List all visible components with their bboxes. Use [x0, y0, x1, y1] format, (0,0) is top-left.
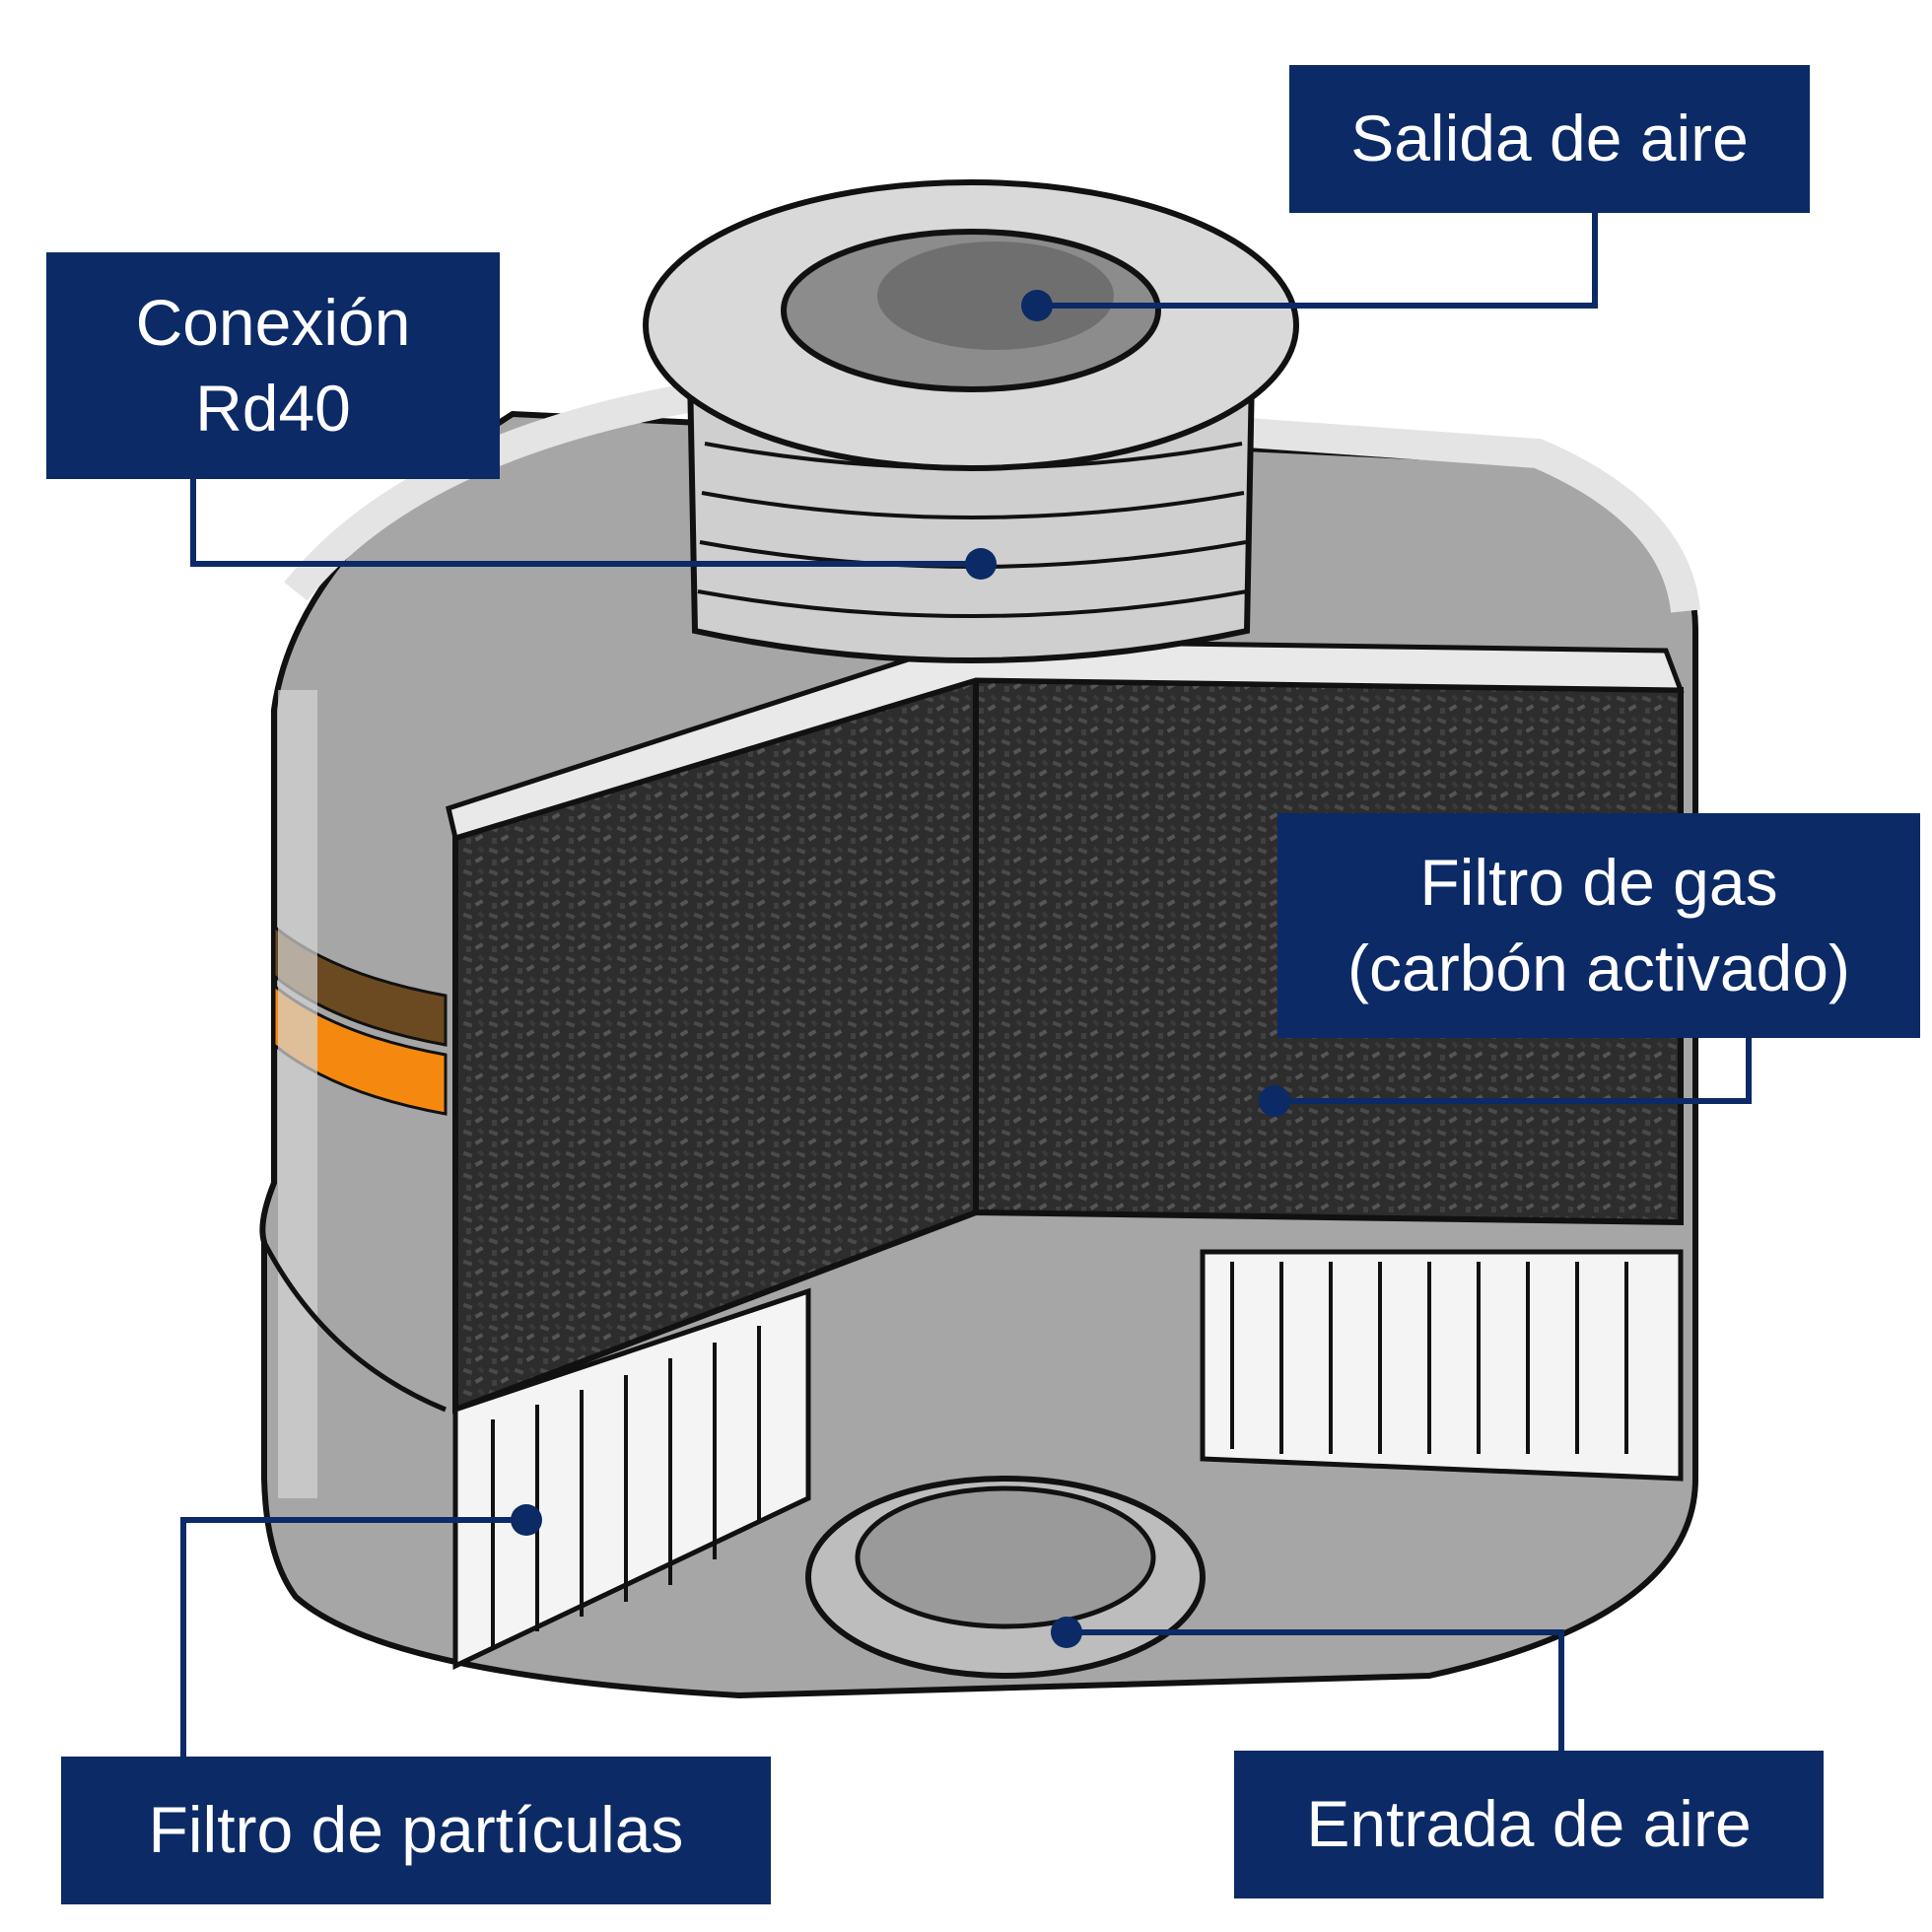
gas-filter-carbon [446, 638, 1685, 1414]
label-connection-line2: Rd40 [195, 372, 351, 445]
leader-particle-filter [180, 1517, 526, 1757]
label-connection: Conexión Rd40 [46, 252, 500, 479]
leader-dots [511, 290, 1290, 1648]
leader-air-inlet [1067, 1629, 1564, 1751]
leader-air-outlet [1037, 213, 1598, 309]
air-inlet-port [805, 1476, 1206, 1679]
leader-lines [180, 213, 1752, 1757]
label-gas-filter-line1: Filtro de gas [1419, 845, 1778, 919]
label-air-outlet-text: Salida de aire [1350, 102, 1749, 175]
air-outlet-flange [643, 179, 1299, 471]
particle-filter-pleats [452, 1249, 1684, 1670]
label-air-outlet: Salida de aire [1289, 65, 1810, 213]
label-air-inlet: Entrada de aire [1234, 1751, 1824, 1898]
label-gas-filter: Filtro de gas (carbón activado) [1277, 813, 1920, 1038]
label-air-inlet-text: Entrada de aire [1306, 1787, 1752, 1861]
label-connection-line1: Conexión [135, 285, 411, 359]
label-particle-filter: Filtro de partículas [61, 1757, 771, 1904]
leader-connection [190, 479, 981, 567]
label-gas-filter-line2: (carbón activado) [1347, 932, 1850, 1004]
leader-gas-filter [1275, 1038, 1752, 1104]
label-particle-filter-text: Filtro de partículas [148, 1793, 684, 1867]
